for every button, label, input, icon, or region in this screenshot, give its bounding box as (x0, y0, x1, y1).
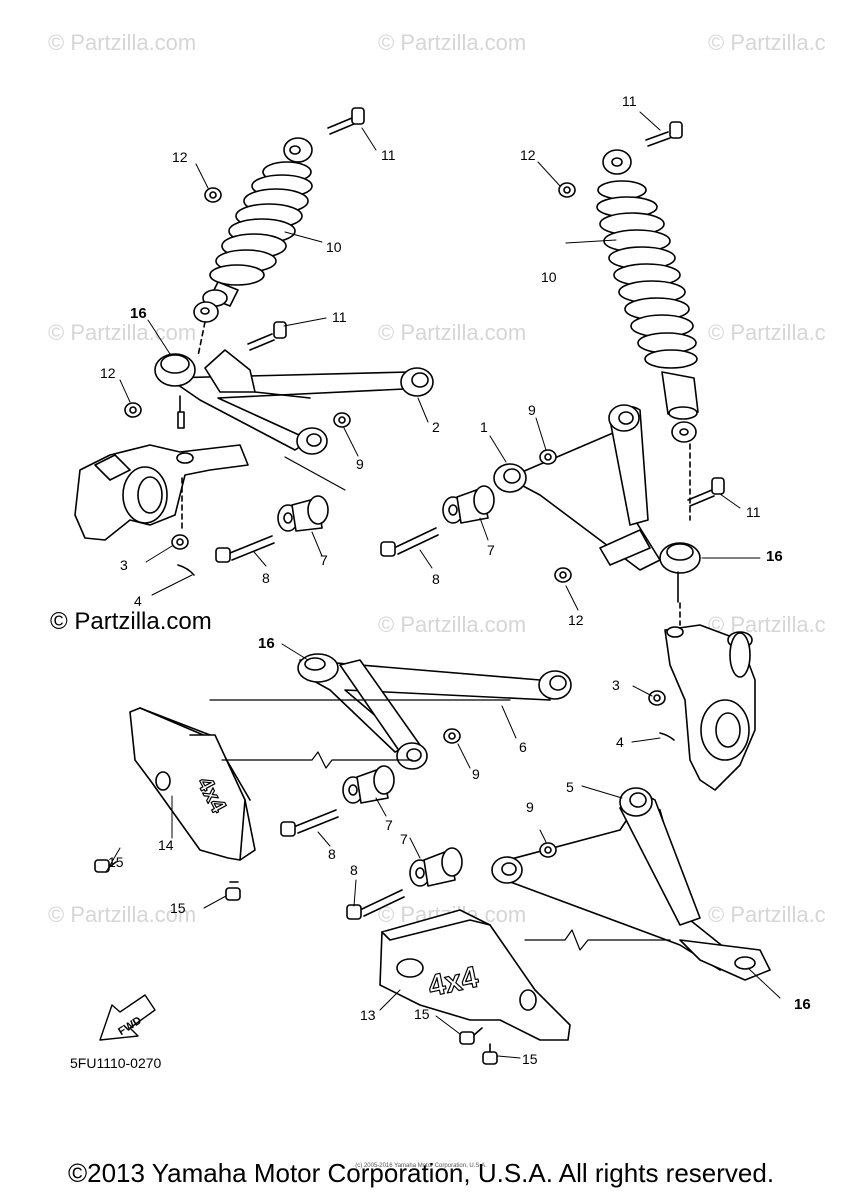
callout-1: 1 (480, 419, 488, 435)
right-shock-absorber (596, 149, 699, 521)
diagram-code: 5FU1110-0270 (70, 1055, 162, 1071)
left-knuckle (74, 444, 249, 541)
left-guard (129, 707, 256, 861)
callout-15: 15 (108, 854, 124, 870)
right-upper-arm (493, 404, 701, 603)
callout-11: 11 (332, 309, 347, 325)
callout-8: 8 (328, 846, 336, 862)
callout-10: 10 (326, 239, 342, 255)
callout-7: 7 (320, 552, 328, 568)
callout-9: 9 (526, 799, 534, 815)
callout-16: 16 (130, 305, 147, 322)
callout-9: 9 (528, 402, 536, 418)
watermark: © Partzilla.com (378, 612, 527, 637)
callout-8: 8 (350, 862, 358, 878)
callout-5: 5 (566, 779, 574, 795)
callout-9: 9 (356, 456, 364, 472)
callout-7: 7 (385, 817, 393, 833)
callout-12: 12 (172, 149, 188, 165)
callout-7: 7 (487, 542, 495, 558)
callout-15: 15 (414, 1006, 430, 1022)
fine-print: (c) 2005-2016 Yamaha Motor Corporation, … (355, 1163, 487, 1169)
callout-12: 12 (100, 365, 116, 381)
watermark: © Partzilla.com (48, 30, 197, 55)
watermark: © Partzilla.c (708, 30, 826, 55)
callout-2: 2 (432, 419, 440, 435)
bushing-set (277, 485, 495, 887)
watermark: © Partzilla.com (378, 30, 527, 55)
callout-11: 11 (381, 147, 396, 163)
callout-14: 14 (158, 837, 174, 853)
copyright-footer: ©2013 Yamaha Motor Corporation, U.S.A. A… (67, 1158, 775, 1188)
callout-11: 11 (622, 93, 637, 109)
nut-set (124, 182, 666, 858)
watermark: © Partzilla.c (708, 320, 826, 345)
callout-6: 6 (519, 739, 527, 755)
frame-hint-lines (209, 456, 671, 951)
callout-15: 15 (522, 1051, 538, 1067)
callout-16: 16 (258, 635, 275, 652)
callout-3: 3 (612, 677, 620, 693)
watermark: © Partzilla.com (48, 320, 197, 345)
callout-8: 8 (432, 571, 440, 587)
callout-12: 12 (520, 147, 536, 163)
callout-7: 7 (400, 831, 408, 847)
callout-4: 4 (616, 734, 624, 750)
fwd-arrow-icon (99, 994, 156, 1041)
callout-3: 3 (120, 557, 128, 573)
callout-15: 15 (170, 900, 186, 916)
right-lower-arm (491, 787, 771, 981)
callout-11: 11 (746, 504, 761, 520)
watermark: © Partzilla.com (48, 902, 197, 927)
watermark: © Partzilla.com (378, 320, 527, 345)
right-knuckle (664, 624, 756, 791)
left-shock-absorber (193, 137, 313, 357)
watermark-main: © Partzilla.com (50, 608, 212, 635)
leader-lines (105, 111, 781, 1059)
callout-8: 8 (262, 570, 270, 586)
callout-16: 16 (794, 996, 811, 1013)
callout-10: 10 (541, 269, 557, 285)
cotter-pins (177, 564, 675, 741)
callout-4: 4 (134, 593, 142, 609)
callout-16: 16 (766, 548, 783, 565)
watermark: © Partzilla.c (708, 612, 826, 637)
right-guard (379, 909, 571, 1041)
left-upper-arm (154, 349, 434, 455)
bolt-set (94, 107, 725, 1065)
callout-12: 12 (568, 612, 584, 628)
callout-9: 9 (472, 766, 480, 782)
callout-13: 13 (360, 1007, 376, 1023)
watermark: © Partzilla.c (708, 902, 826, 927)
left-lower-arm (297, 653, 572, 770)
